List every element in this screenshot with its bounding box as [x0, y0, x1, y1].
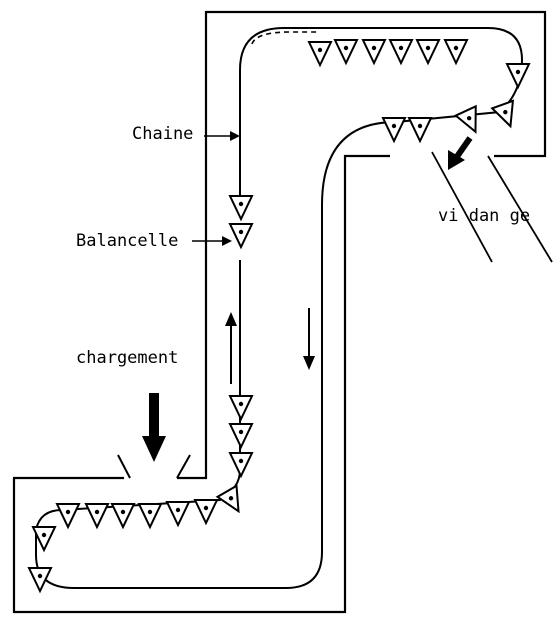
- bucket-icon: [228, 395, 254, 422]
- discharge-arrow: [448, 136, 473, 170]
- bucket-icon: [137, 503, 163, 530]
- bucket-icon: [505, 63, 531, 90]
- bucket-icon: [110, 503, 136, 530]
- bucket-icon: [307, 41, 333, 68]
- casing-outline: [12, 10, 547, 614]
- bucket-icon: [443, 39, 469, 66]
- bucket-icon: [333, 39, 359, 66]
- chain-loop: [35, 27, 524, 589]
- up-direction-arrow: [225, 312, 237, 384]
- bucket-icon: [165, 501, 191, 528]
- loading-label: chargement: [76, 348, 179, 368]
- bucket-icon: [228, 195, 254, 222]
- bucket-icon: [490, 99, 515, 129]
- loading-arrow: [142, 393, 166, 462]
- balancelle-pointer: [192, 236, 232, 246]
- bucket-icon: [453, 104, 477, 134]
- bucket-label: Balancelle: [76, 231, 179, 251]
- bucket-icon: [415, 39, 441, 66]
- bucket-icon: [215, 484, 240, 514]
- discharge-chute: [431, 151, 553, 263]
- chain-label: Chaine: [132, 124, 194, 144]
- loading-hopper: [117, 454, 191, 479]
- bucket-icon: [381, 117, 407, 144]
- down-direction-arrow: [303, 308, 315, 370]
- chaine-pointer: [204, 131, 240, 141]
- discharge-label: vi dan ge: [438, 206, 531, 226]
- bucket-icon: [31, 526, 57, 553]
- bucket-icon: [407, 117, 433, 144]
- bucket-icon: [55, 503, 81, 530]
- bucket-icon: [388, 39, 414, 66]
- bucket-icon: [228, 423, 254, 450]
- bucket-icon: [228, 452, 254, 479]
- bucket-icon: [27, 567, 53, 594]
- bucket-icon: [361, 39, 387, 66]
- bucket-icon: [193, 499, 219, 526]
- bucket-layer: [27, 39, 531, 594]
- bucket-icon: [228, 223, 254, 250]
- bucket-icon: [84, 503, 110, 530]
- chain-dashed-trace: [251, 31, 318, 45]
